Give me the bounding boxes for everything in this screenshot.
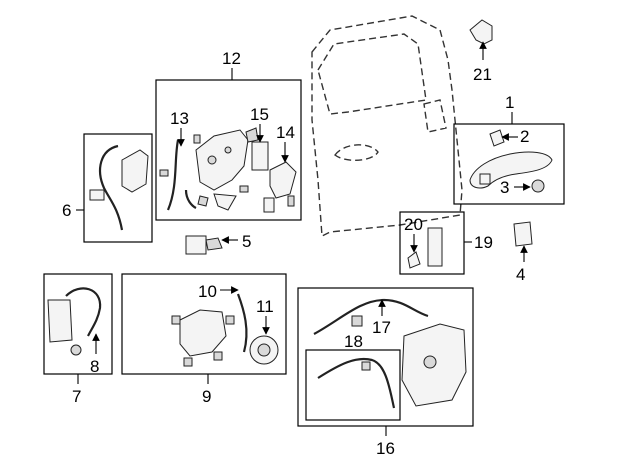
callout-3: 3 — [500, 178, 509, 197]
callout-17: 17 — [372, 318, 391, 337]
part-21-bracket — [469, 19, 493, 60]
callout-8: 8 — [90, 357, 99, 376]
callout-2: 2 — [520, 127, 529, 146]
group-9-parts — [171, 293, 279, 367]
callout-7: 7 — [72, 387, 81, 406]
group-6-parts — [89, 144, 149, 231]
callout-1: 1 — [505, 93, 514, 112]
group-1-parts — [469, 129, 553, 193]
callout-15: 15 — [250, 105, 269, 124]
group-16-parts — [313, 298, 467, 409]
group-box-6 — [83, 133, 153, 243]
group-box-19 — [399, 211, 465, 275]
callout-11: 11 — [256, 297, 274, 316]
callout-21: 21 — [473, 65, 492, 84]
group-box-12 — [155, 79, 302, 221]
part-4-cover — [513, 221, 533, 262]
callout-9: 9 — [202, 387, 211, 406]
callout-5: 5 — [242, 232, 251, 251]
group-12-parts — [159, 127, 297, 213]
group-box-1 — [453, 123, 565, 205]
callout-10: 10 — [198, 282, 217, 301]
group-19-parts — [407, 227, 443, 269]
callout-20: 20 — [404, 215, 423, 234]
callout-16: 16 — [376, 439, 395, 458]
callout-18: 18 — [344, 332, 363, 351]
callout-14: 14 — [276, 123, 295, 142]
callout-13: 13 — [170, 109, 189, 128]
group-box-16-inner — [305, 349, 401, 421]
callout-6: 6 — [62, 201, 71, 220]
callout-19: 19 — [474, 233, 493, 252]
group-7-parts — [47, 287, 102, 356]
part-5-striker — [185, 235, 238, 255]
group-box-9 — [121, 273, 287, 375]
sliding-door-outline — [311, 15, 463, 238]
callout-4: 4 — [516, 265, 525, 284]
callout-12: 12 — [222, 49, 241, 68]
